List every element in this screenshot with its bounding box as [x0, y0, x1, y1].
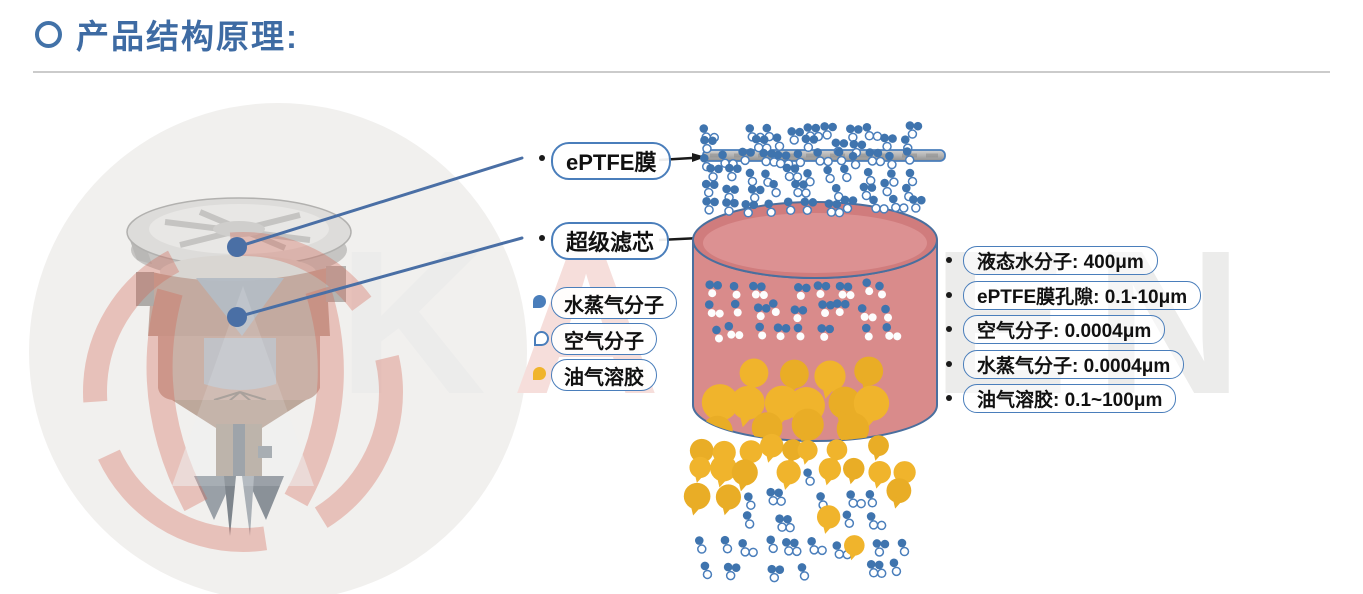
legend-item-oil-aerosol: 油气溶胶	[551, 359, 657, 391]
legend-item-water-vapor: 水蒸气分子	[551, 287, 677, 319]
oil-aerosol-marker-icon	[533, 367, 546, 380]
callout-dot-membrane	[227, 237, 247, 257]
molecule-field-inlet	[683, 433, 916, 583]
callout-pill-eptfe-membrane: ePTFE膜	[551, 142, 672, 180]
air-molecule-marker-icon	[534, 331, 549, 346]
callout-line-filter	[235, 236, 524, 319]
callout-line-eptfe	[235, 156, 524, 249]
spec-pill-air-molecule: 空气分子: 0.0004μm	[963, 315, 1166, 344]
callout-lines	[235, 156, 524, 319]
bullet-dot	[539, 155, 545, 161]
section-bullet-icon	[35, 20, 62, 48]
section-header: 产品结构原理:	[35, 10, 299, 58]
spec-pill-liquid-water: 液态水分子: 400μm	[963, 246, 1158, 275]
spec-pill-oil-aerosol: 油气溶胶: 0.1~100μm	[963, 384, 1177, 413]
spec-pill-water-vapor: 水蒸气分子: 0.0004μm	[963, 350, 1185, 379]
product-cutaway-image	[126, 197, 352, 536]
header-divider	[33, 71, 1330, 73]
bullet-dot	[946, 361, 952, 367]
bullet-dot	[539, 235, 545, 241]
callout-dot-filter	[227, 307, 247, 327]
legend-item-air-molecule: 空气分子	[551, 323, 657, 355]
bullet-dot	[946, 395, 952, 401]
bullet-dot	[946, 326, 952, 332]
bullet-dot	[946, 257, 952, 263]
page-title: 产品结构原理:	[76, 18, 299, 55]
water-vapor-marker-icon	[533, 295, 546, 308]
bullet-dot	[946, 292, 952, 298]
molecule-field-cylinder	[704, 278, 902, 343]
arrow-head-membrane	[692, 153, 706, 162]
molecule-field-membrane	[699, 121, 926, 218]
callout-pill-super-filter: 超级滤芯	[551, 222, 670, 260]
spec-pill-eptfe-pore: ePTFE膜孔隙: 0.1-10μm	[963, 281, 1202, 310]
